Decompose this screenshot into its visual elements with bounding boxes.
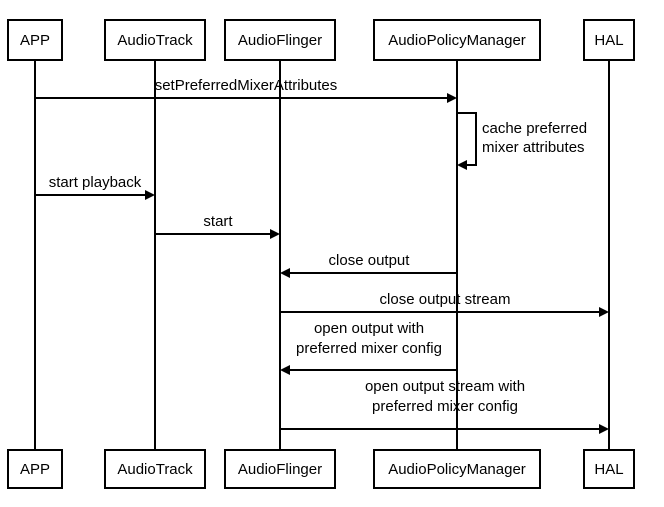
participants-top: APP AudioTrack AudioFlinger AudioPolicyM… xyxy=(7,19,635,61)
participant-audiopolicymanager-top: AudioPolicyManager xyxy=(373,19,541,61)
participant-label: HAL xyxy=(594,461,623,478)
arrowhead-left xyxy=(280,268,290,278)
participant-label: APP xyxy=(20,461,50,478)
participant-label: HAL xyxy=(594,32,623,49)
message-close-output-stream: close output stream xyxy=(280,291,609,317)
message-label: close output xyxy=(329,252,411,269)
message-label: start xyxy=(203,213,233,230)
message-label-line-1: open output with xyxy=(314,320,424,337)
message-close-output: close output xyxy=(280,252,457,278)
participant-label: AudioTrack xyxy=(117,32,193,49)
message-label-line-2: mixer attributes xyxy=(482,139,585,156)
message-open-output-stream: open output stream with preferred mixer … xyxy=(280,378,609,434)
messages: setPreferredMixerAttributes cache prefer… xyxy=(35,77,609,434)
message-start-playback: start playback xyxy=(35,174,155,200)
message-label: close output stream xyxy=(380,291,511,308)
participant-audiopolicymanager-bottom: AudioPolicyManager xyxy=(373,449,541,489)
message-start: start xyxy=(155,213,280,239)
message-label-line-1: cache preferred xyxy=(482,120,587,137)
message-label-line-1: open output stream with xyxy=(365,378,525,395)
participant-label: APP xyxy=(20,32,50,49)
self-message-arrow xyxy=(457,112,477,166)
participant-label: AudioPolicyManager xyxy=(388,32,526,49)
participant-audiotrack-top: AudioTrack xyxy=(104,19,206,61)
message-open-output: open output with preferred mixer config xyxy=(280,320,457,375)
lifelines xyxy=(34,60,610,450)
message-label: setPreferredMixerAttributes xyxy=(155,77,338,94)
participant-label: AudioFlinger xyxy=(238,32,322,49)
arrowhead-left xyxy=(457,160,467,170)
participant-audioflinger-bottom: AudioFlinger xyxy=(224,449,336,489)
participant-label: AudioTrack xyxy=(117,461,193,478)
message-set-preferred-mixer-attributes: setPreferredMixerAttributes xyxy=(35,77,457,103)
message-cache-preferred-mixer-attributes: cache preferred mixer attributes xyxy=(457,112,587,170)
arrowhead-left xyxy=(280,365,290,375)
participant-app-bottom: APP xyxy=(7,449,63,489)
participant-hal-top: HAL xyxy=(583,19,635,61)
participant-label: AudioFlinger xyxy=(238,461,322,478)
arrowhead-right xyxy=(270,229,280,239)
arrowhead-right xyxy=(145,190,155,200)
message-label-line-2: preferred mixer config xyxy=(372,398,518,415)
message-label-line-2: preferred mixer config xyxy=(296,340,442,357)
arrowhead-right xyxy=(447,93,457,103)
arrowhead-right xyxy=(599,424,609,434)
participant-audiotrack-bottom: AudioTrack xyxy=(104,449,206,489)
participant-hal-bottom: HAL xyxy=(583,449,635,489)
participants-bottom: APP AudioTrack AudioFlinger AudioPolicyM… xyxy=(7,449,635,489)
message-label: start playback xyxy=(49,174,142,191)
participant-label: AudioPolicyManager xyxy=(388,461,526,478)
participant-audioflinger-top: AudioFlinger xyxy=(224,19,336,61)
arrowhead-right xyxy=(599,307,609,317)
participant-app-top: APP xyxy=(7,19,63,61)
